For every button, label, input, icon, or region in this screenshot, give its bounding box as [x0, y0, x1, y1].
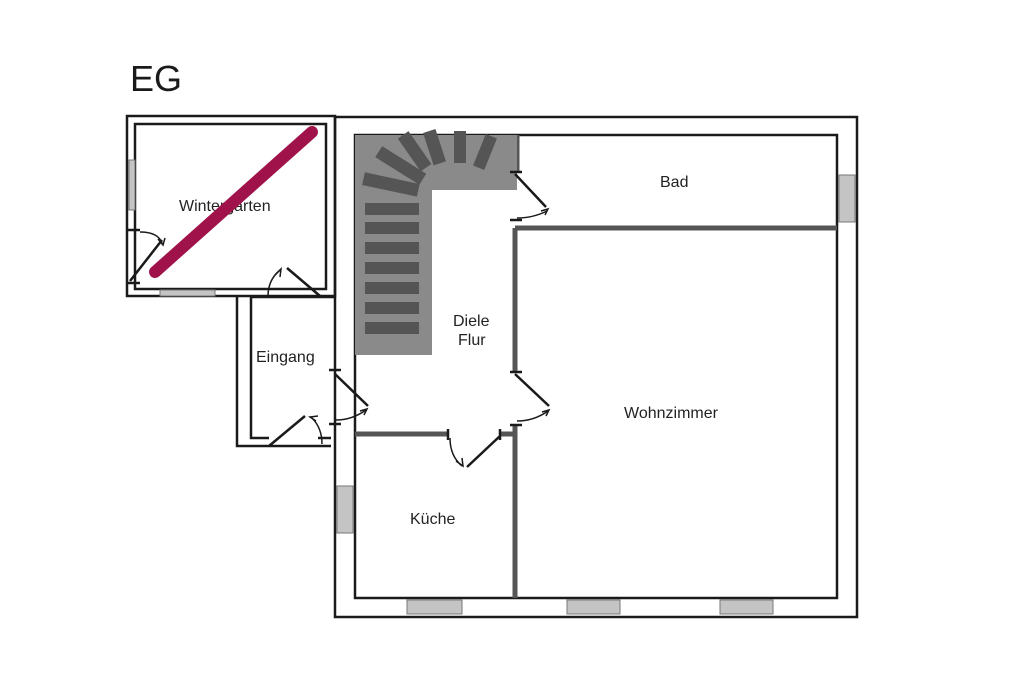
door-arc-1 — [139, 231, 163, 244]
door-wintergarten-exterior — [127, 228, 163, 285]
label-eingang: Eingang — [256, 349, 315, 366]
label-diele: Diele — [453, 313, 490, 330]
label-bad: Bad — [660, 174, 688, 191]
window-wintergarten-bottom — [159, 289, 216, 297]
wintergarten-strike-line — [149, 126, 318, 278]
door-arrow-1 — [157, 237, 166, 247]
window-wohnzimmer-2 — [719, 599, 774, 615]
door-eingang-exterior — [268, 415, 306, 447]
floor-title: EG — [130, 58, 182, 99]
label-flur: Flur — [458, 332, 486, 349]
staircase — [355, 128, 517, 355]
window-wohnzimmer-1 — [566, 599, 621, 615]
label-wohnzimmer: Wohnzimmer — [624, 405, 719, 422]
door-arc-6 — [516, 410, 549, 422]
door-flur-wohnzimmer — [510, 370, 550, 427]
windows — [128, 159, 856, 615]
door-flur-bad — [510, 170, 547, 222]
house-outer-walls — [333, 115, 859, 619]
stair-steps — [362, 128, 497, 334]
door-arc-4 — [335, 409, 367, 421]
doors — [127, 170, 551, 468]
window-kueche-side — [336, 485, 354, 534]
label-kueche: Küche — [410, 511, 455, 528]
door-flur-kueche — [446, 429, 502, 468]
room-labels: Wintergarten Eingang Diele Flur Bad Wohn… — [179, 174, 719, 528]
door-arc-2 — [267, 269, 281, 297]
window-kueche-bottom — [406, 599, 463, 615]
window-wintergarten-side — [128, 159, 136, 211]
door-wintergarten-eingang — [286, 267, 321, 297]
door-eingang-flur — [329, 368, 369, 426]
window-bad — [838, 174, 856, 223]
eingang-walls — [235, 295, 335, 448]
door-arc-5 — [516, 210, 548, 219]
door-arc-3 — [311, 417, 323, 445]
